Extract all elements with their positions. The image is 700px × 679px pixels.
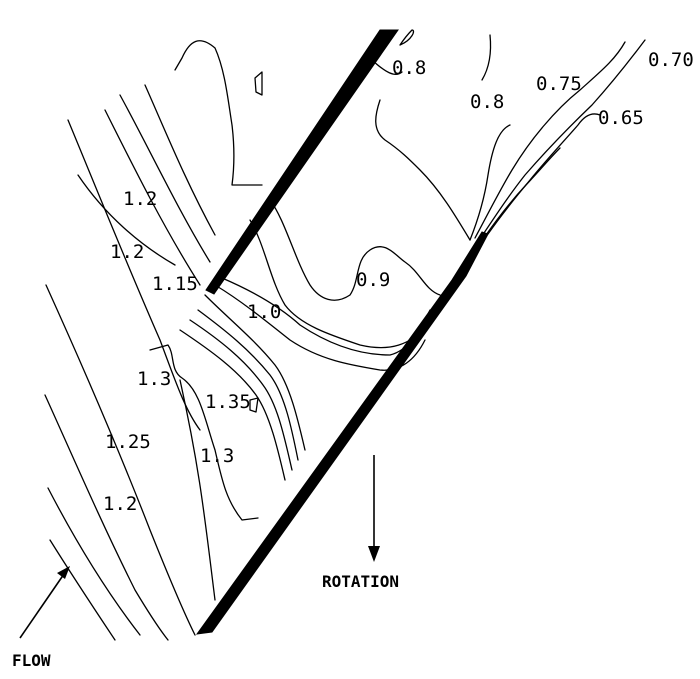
contour-line bbox=[45, 284, 196, 636]
contour-line bbox=[481, 39, 646, 237]
flow-label: FLOW bbox=[12, 651, 51, 670]
contour-line bbox=[174, 40, 263, 186]
contour-line bbox=[375, 99, 471, 241]
contour-label: 1.2 bbox=[110, 241, 144, 263]
contour-label: 1.3 bbox=[137, 368, 171, 390]
contour-line bbox=[474, 41, 626, 239]
contour-line bbox=[119, 94, 211, 263]
contour-line bbox=[49, 539, 116, 641]
contour-label: 0.75 bbox=[536, 73, 582, 95]
contour-label: 0.70 bbox=[648, 49, 694, 71]
contour-label: 0.65 bbox=[598, 107, 644, 129]
contour-line bbox=[104, 109, 201, 286]
contour-line bbox=[399, 29, 415, 46]
contour-line bbox=[149, 344, 259, 521]
contour-label: 0.9 bbox=[356, 269, 390, 291]
contour-line bbox=[144, 84, 216, 236]
contour-label: 1.2 bbox=[123, 188, 157, 210]
contour-label: 0.8 bbox=[392, 57, 426, 79]
contour-line bbox=[179, 379, 216, 601]
contour-label: 1.25 bbox=[105, 431, 151, 453]
contour-line bbox=[197, 309, 299, 461]
contour-label: 1.15 bbox=[152, 273, 198, 295]
contour-line bbox=[204, 294, 306, 451]
contour-line bbox=[77, 174, 176, 266]
contour-label: 1.0 bbox=[247, 301, 281, 323]
contour-line bbox=[469, 124, 511, 241]
contour-label: 1.35 bbox=[205, 391, 251, 413]
contour-line bbox=[269, 199, 441, 301]
contour-label: 1.3 bbox=[200, 445, 234, 467]
rotation-arrow-icon bbox=[368, 455, 380, 562]
contour-line bbox=[485, 147, 561, 236]
contour-label: 1.2 bbox=[103, 493, 137, 515]
contour-line bbox=[249, 397, 259, 413]
contour-line bbox=[371, 59, 403, 75]
flow-arrow-icon bbox=[19, 566, 70, 639]
contour-line bbox=[254, 71, 263, 96]
upper-blade bbox=[205, 29, 399, 295]
contour-line bbox=[214, 284, 426, 371]
contour-line bbox=[189, 319, 293, 471]
contour-line bbox=[249, 219, 429, 349]
contour-line bbox=[67, 119, 201, 431]
contour-line bbox=[481, 34, 492, 81]
contour-line bbox=[487, 113, 601, 235]
contour-line bbox=[179, 329, 286, 481]
contour-line bbox=[47, 487, 141, 636]
contour-line bbox=[221, 277, 431, 356]
rotation-label: ROTATION bbox=[322, 572, 399, 591]
contour-label: 0.8 bbox=[470, 91, 504, 113]
contour-line bbox=[44, 394, 169, 641]
